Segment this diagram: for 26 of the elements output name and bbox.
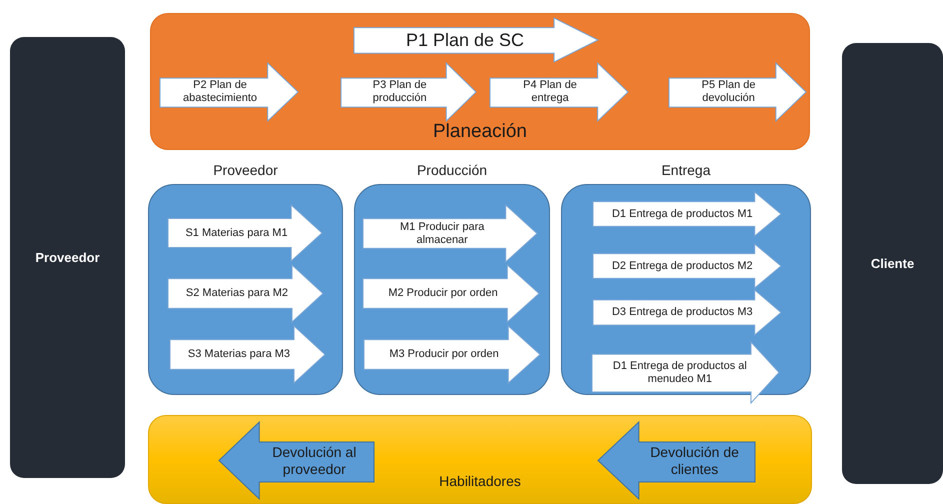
step-label: Devolución de clientes <box>649 444 740 477</box>
side-bar: Cliente <box>842 43 943 484</box>
step-label: D1 Entrega de productos M1 <box>612 208 753 220</box>
step-label: D2 Entrega de productos M2 <box>612 260 753 272</box>
band-panel <box>148 415 812 504</box>
step-label: D1 Entrega de productos al menudeo M1 <box>612 360 748 386</box>
step-label: P1 Plan de SC <box>406 30 524 50</box>
step-label: M3 Producir por orden <box>389 348 499 361</box>
band-panel <box>150 13 810 150</box>
step-label: M1 Producir para almacenar <box>398 220 486 246</box>
step-label: M2 Producir por orden <box>388 287 498 300</box>
step-label: D3 Entrega de productos M3 <box>612 306 753 319</box>
step-label: S1 Materias para M1 <box>185 226 288 240</box>
group-heading: Entrega <box>660 162 712 178</box>
band-title: Habilitadores <box>438 473 522 489</box>
band-title: Planeación <box>432 121 528 143</box>
step-label: P2 Plan de abastecimiento <box>182 79 258 105</box>
step-label: P4 Plan de entrega <box>522 79 578 105</box>
step-label: P5 Plan de devolución <box>700 79 756 105</box>
step-label: S2 Materias para M2 <box>186 287 288 300</box>
group-heading: Producción <box>416 162 488 178</box>
step-label: S3 Materias para M3 <box>188 348 290 361</box>
step-label: Devolución al proveedor <box>271 444 358 477</box>
side-bar: Proveedor <box>10 37 125 478</box>
group-heading: Proveedor <box>212 162 279 178</box>
step-label: P3 Plan de producción <box>372 79 428 105</box>
